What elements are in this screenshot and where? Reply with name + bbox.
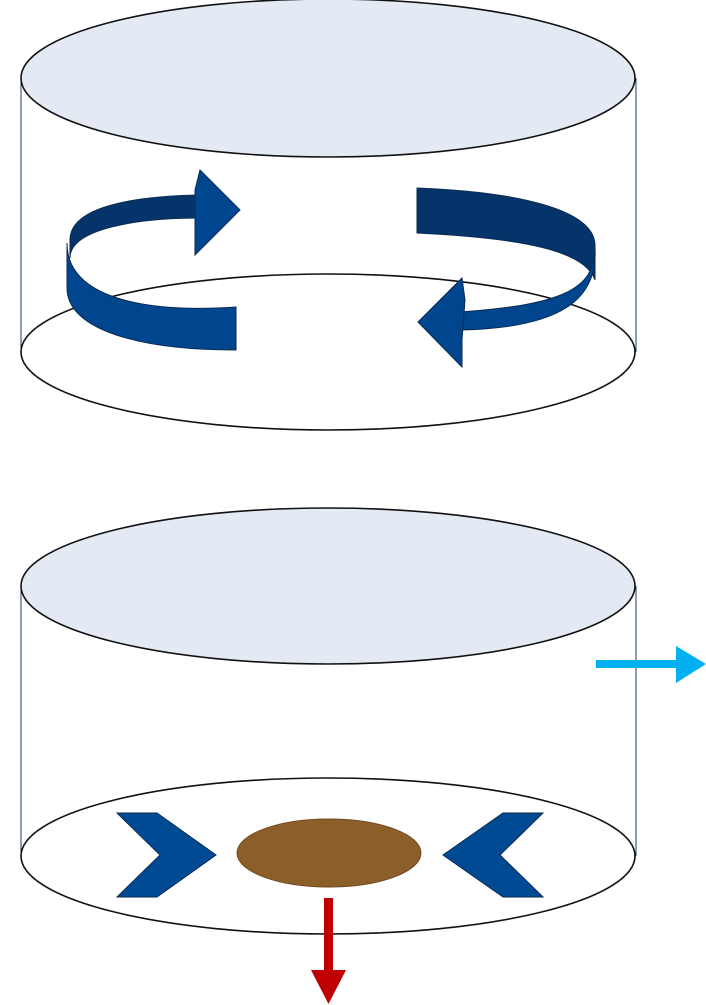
chevron-right-pointing-icon xyxy=(115,812,217,898)
sediment-pile xyxy=(236,818,422,888)
left-arrow-head xyxy=(194,169,241,257)
outflow-arrow xyxy=(596,646,706,683)
left-arrow-band-back xyxy=(69,194,201,259)
drain-arrow-head xyxy=(311,970,346,1004)
chevron-left-pointing-icon xyxy=(442,812,545,898)
drain-arrow-shaft xyxy=(324,898,333,976)
right-arrow-band-back xyxy=(416,187,596,281)
outflow-arrow-shaft xyxy=(596,660,678,668)
rotation-arrows xyxy=(66,169,596,369)
bottom-cylinder-lid xyxy=(20,507,636,665)
outflow-arrow-head xyxy=(676,646,706,683)
bottom-cylinder xyxy=(20,507,637,935)
left-arrow-band-front xyxy=(66,242,237,351)
drain-arrow xyxy=(311,898,346,1004)
top-cylinder-lid xyxy=(20,0,636,158)
right-arrow-head xyxy=(417,276,466,369)
